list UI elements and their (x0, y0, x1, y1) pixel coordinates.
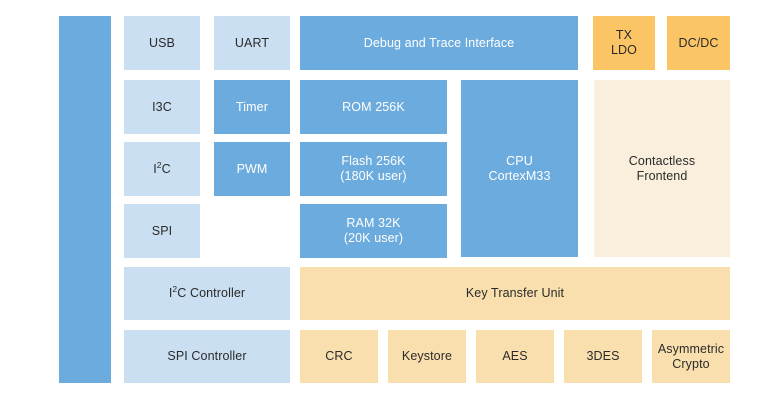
block-label-asymmetric-crypto: Asymmetric Crypto (657, 341, 725, 371)
block-aes: AES (476, 330, 554, 383)
block-i2c-controller: I2C Controller (124, 267, 290, 320)
block-label-flash: Flash 256K (180K user) (340, 154, 407, 183)
block-3des: 3DES (564, 330, 642, 383)
block-uart: UART (214, 16, 290, 70)
block-tx-ldo: TX LDO (593, 16, 655, 70)
block-label-spi: SPI (151, 223, 173, 238)
block-debug-and-trace: Debug and Trace Interface (300, 16, 578, 70)
block-label-pwm: PWM (236, 161, 268, 176)
block-label-crc: CRC (325, 349, 353, 364)
block-label-3des: 3DES (586, 349, 620, 364)
block-label-keystore: Keystore (401, 349, 453, 364)
block-spi: SPI (124, 204, 200, 258)
block-label-usb: USB (148, 35, 175, 50)
block-i2c: I2C (124, 142, 200, 196)
block-ram: RAM 32K (20K user) (300, 204, 447, 258)
block-cpu: CPU CortexM33 (461, 80, 578, 257)
block-label-contactless-frontend: Contactless Frontend (628, 153, 696, 183)
block-crc: CRC (300, 330, 378, 383)
block-label-key-transfer-unit: Key Transfer Unit (465, 286, 565, 301)
block-label-i2c-controller: I2C Controller (168, 283, 246, 301)
block-label-spi-controller: SPI Controller (167, 349, 247, 364)
block-asymmetric-crypto: Asymmetric Crypto (652, 330, 730, 383)
block-dc-dc: DC/DC (667, 16, 730, 70)
block-contactless-frontend: Contactless Frontend (594, 80, 730, 257)
block-label-timer: Timer (236, 99, 268, 114)
block-left-bus-bar (59, 16, 111, 383)
block-usb: USB (124, 16, 200, 70)
block-key-transfer-unit: Key Transfer Unit (300, 267, 730, 320)
block-label-uart: UART (234, 35, 270, 50)
block-i3c: I3C (124, 80, 200, 134)
block-label-tx-ldo: TX LDO (610, 28, 637, 57)
block-label-i2c: I2C (153, 159, 171, 176)
block-label-rom: ROM 256K (342, 99, 405, 114)
block-label-debug-and-trace: Debug and Trace Interface (363, 35, 515, 50)
block-label-dc-dc: DC/DC (678, 35, 719, 50)
block-label-cpu: CPU CortexM33 (488, 153, 551, 183)
block-label-aes: AES (502, 349, 528, 364)
block-rom: ROM 256K (300, 80, 447, 134)
block-timer: Timer (214, 80, 290, 134)
block-label-ram: RAM 32K (20K user) (343, 216, 404, 245)
block-spi-controller: SPI Controller (124, 330, 290, 383)
block-label-i3c: I3C (152, 99, 172, 114)
block-keystore: Keystore (388, 330, 466, 383)
block-pwm: PWM (214, 142, 290, 196)
block-flash: Flash 256K (180K user) (300, 142, 447, 196)
